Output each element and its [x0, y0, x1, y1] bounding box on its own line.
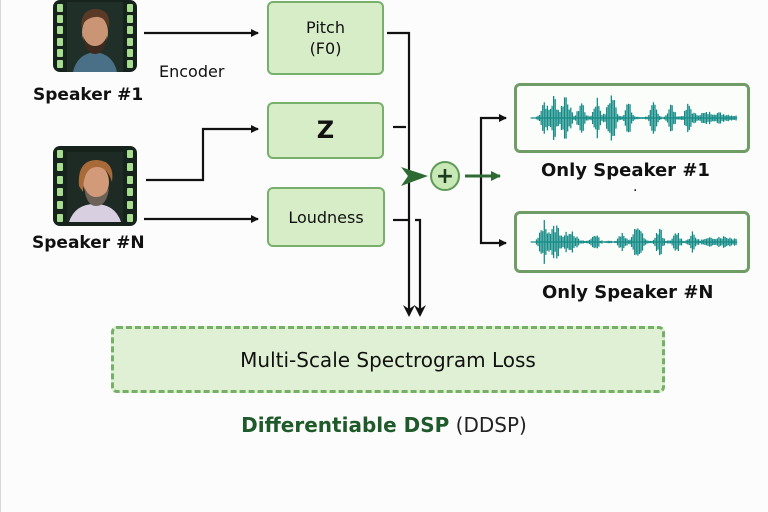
speaker-1-label: Speaker #1 — [33, 85, 144, 105]
speaker-1-thumbnail — [53, 0, 137, 72]
person-portrait-icon — [67, 2, 123, 72]
loudness-node-label: Loudness — [288, 207, 364, 227]
speaker-n-label: Speaker #N — [32, 233, 145, 253]
loss-label: Multi-Scale Spectrogram Loss — [240, 347, 536, 372]
pitch-f0-node: Pitch (F0) — [267, 1, 384, 75]
line-loudness-down — [414, 218, 426, 317]
speaker-n-thumbnail — [53, 146, 137, 226]
sum-combiner-icon: + — [430, 161, 460, 191]
arrow-split-to-outputN — [479, 176, 507, 247]
waveform-trace — [530, 95, 738, 141]
caption-rest: (DDSP) — [449, 413, 527, 437]
latent-z-node: Z — [267, 102, 384, 159]
encoder-label: Encoder — [159, 62, 225, 81]
pitch-node-line2: (F0) — [309, 39, 342, 58]
waveform-trace — [530, 220, 738, 264]
multi-scale-spectrogram-loss-box: Multi-Scale Spectrogram Loss — [111, 326, 665, 393]
ddsp-caption: Differentiable DSP (DDSP) — [0, 413, 768, 437]
arrow-speakerN-to-z — [146, 125, 259, 182]
waveform-icon — [530, 220, 738, 264]
output-speaker-n-label: Only Speaker #N — [542, 282, 714, 303]
output-speaker-1-label: Only Speaker #1 — [541, 160, 710, 181]
z-node-label: Z — [316, 116, 335, 144]
output-speaker-n-waveform — [514, 211, 750, 273]
caption-highlight: Differentiable DSP — [241, 413, 450, 437]
output-dot: · — [633, 183, 638, 199]
loudness-node: Loudness — [267, 187, 385, 247]
line-pitch-out — [387, 31, 415, 317]
person-portrait-icon — [67, 152, 123, 222]
arrow-split-to-output1 — [479, 114, 507, 176]
waveform-icon — [530, 95, 738, 141]
output-speaker-1-waveform — [514, 83, 750, 153]
arrow-into-combiner — [401, 167, 428, 186]
pitch-node-line1: Pitch — [306, 18, 345, 37]
plus-symbol: + — [435, 163, 455, 189]
left-border — [0, 0, 1, 512]
